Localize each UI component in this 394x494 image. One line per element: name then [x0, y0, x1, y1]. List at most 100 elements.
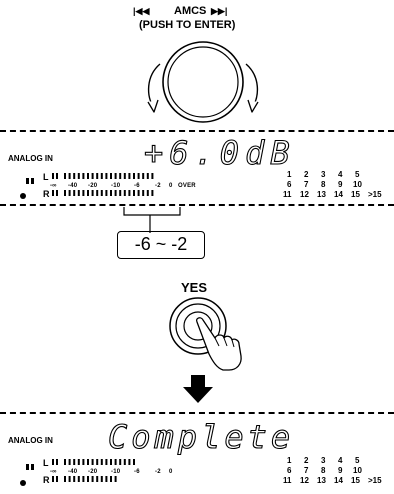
- track-number: 10: [353, 180, 362, 189]
- meter-segment: [64, 459, 66, 465]
- track-number: 5: [355, 456, 359, 465]
- meter-segment: [73, 173, 75, 179]
- track-number: 7: [304, 180, 308, 189]
- scale-label: OVER: [178, 183, 196, 189]
- scale-label: -10: [111, 469, 120, 475]
- track-number: 10: [353, 466, 362, 475]
- knob-subtitle: (PUSH TO ENTER): [139, 19, 235, 31]
- scale-label: -∞: [50, 183, 57, 189]
- scale-label: -6: [134, 183, 140, 189]
- meter-scale: -∞ -40 -20 -10 -6 -2 0 OVER: [48, 183, 248, 191]
- track-number: 4: [338, 456, 342, 465]
- meter-segment: [96, 459, 98, 465]
- level-readout: +6.0dB: [144, 134, 296, 172]
- scale-label: -2: [155, 183, 161, 189]
- pause-icon: [26, 178, 34, 184]
- track-number: 8: [321, 466, 325, 475]
- meter-segment: [119, 173, 121, 179]
- track-number: 5: [355, 170, 359, 179]
- meter-segment: [105, 459, 107, 465]
- track-number: 3: [321, 170, 325, 179]
- meter-segment: [64, 173, 66, 179]
- track-number: 2: [304, 170, 308, 179]
- track-number: 14: [334, 190, 343, 199]
- meter-segment: [128, 459, 130, 465]
- meter-segment: [69, 173, 71, 179]
- meter-segment: [151, 173, 153, 179]
- meter-segment: [124, 459, 126, 465]
- track-number: 6: [287, 180, 291, 189]
- meter-segment: [82, 459, 84, 465]
- meter-segment: [69, 459, 71, 465]
- meter-segment: [92, 173, 94, 179]
- yes-button-label: YES: [181, 280, 207, 295]
- scale-label: -40: [68, 183, 77, 189]
- meter-segment: [133, 173, 135, 179]
- down-arrow-icon: [181, 375, 215, 405]
- meter-segment: [105, 173, 107, 179]
- meter-segment: [52, 173, 54, 179]
- meter-left-label: L: [43, 458, 49, 468]
- track-number: 13: [317, 190, 326, 199]
- amcs-knob[interactable]: [138, 38, 268, 126]
- meter-segment: [82, 173, 84, 179]
- track-number-grid: 1 2 3 4 5 6 7 8 9 10 11 12 13 14 15 >15: [287, 170, 387, 202]
- track-number: 11: [283, 476, 291, 485]
- meter-segment: [110, 173, 112, 179]
- track-number: 6: [287, 466, 291, 475]
- meter-segment: [78, 459, 80, 465]
- record-icon: [20, 480, 26, 486]
- meter-segment: [115, 173, 117, 179]
- display-panel-2: ANALOG IN Complete L R -∞ -40 -20 -10 -6…: [0, 412, 394, 494]
- meter-segment: [56, 173, 58, 179]
- meter-scale: -∞ -40 -20 -10 -6 -2 0: [48, 469, 248, 477]
- scale-label: -20: [88, 183, 97, 189]
- track-number: 9: [338, 180, 342, 189]
- input-label: ANALOG IN: [8, 154, 53, 163]
- track-number: 9: [338, 466, 342, 475]
- track-number: 8: [321, 180, 325, 189]
- track-number: 1: [287, 170, 291, 179]
- meter-segment: [52, 459, 54, 465]
- meter-segment: [147, 173, 149, 179]
- meter-segment: [73, 459, 75, 465]
- track-number: 11: [283, 190, 291, 199]
- status-readout: Complete: [108, 418, 294, 456]
- scale-label: 0: [169, 183, 173, 189]
- meter-segment: [96, 173, 98, 179]
- skip-forward-icon: ▶▶|: [211, 6, 227, 17]
- track-number: 7: [304, 466, 308, 475]
- meter-segment: [101, 173, 103, 179]
- meter-segment: [87, 173, 89, 179]
- scale-label: 0: [169, 469, 173, 475]
- track-number: >15: [368, 476, 382, 485]
- meter-segment: [101, 459, 103, 465]
- meter-segment: [87, 459, 89, 465]
- pause-icon: [26, 464, 34, 470]
- record-icon: [20, 193, 26, 199]
- track-number: 13: [317, 476, 326, 485]
- meter-segment: [92, 459, 94, 465]
- scale-label: -40: [68, 469, 77, 475]
- input-label: ANALOG IN: [8, 436, 53, 445]
- pressing-hand-icon: [193, 316, 253, 372]
- meter-left-label: L: [43, 172, 49, 182]
- meter-segment: [133, 459, 135, 465]
- track-number: 1: [287, 456, 291, 465]
- callout-box: -6 ~ -2: [117, 231, 205, 259]
- knob-title: AMCS: [174, 5, 206, 17]
- skip-back-icon: |◀◀: [133, 6, 149, 17]
- scale-label: -2: [155, 469, 161, 475]
- meter-segment: [78, 173, 80, 179]
- meter-segment: [115, 459, 117, 465]
- callout-range-text: -6 ~ -2: [135, 234, 188, 254]
- meter-segment: [119, 459, 121, 465]
- meter-segment: [56, 459, 58, 465]
- meter-segment: [110, 459, 112, 465]
- track-number-grid: 1 2 3 4 5 6 7 8 9 10 11 12 13 14 15 >15: [287, 456, 387, 488]
- meter-segment: [128, 173, 130, 179]
- display-panel-1: ANALOG IN +6.0dB L R -∞ -40 -20 -10 -6 -…: [0, 130, 394, 206]
- scale-label: -20: [88, 469, 97, 475]
- scale-label: -6: [134, 469, 140, 475]
- track-number: 15: [351, 476, 360, 485]
